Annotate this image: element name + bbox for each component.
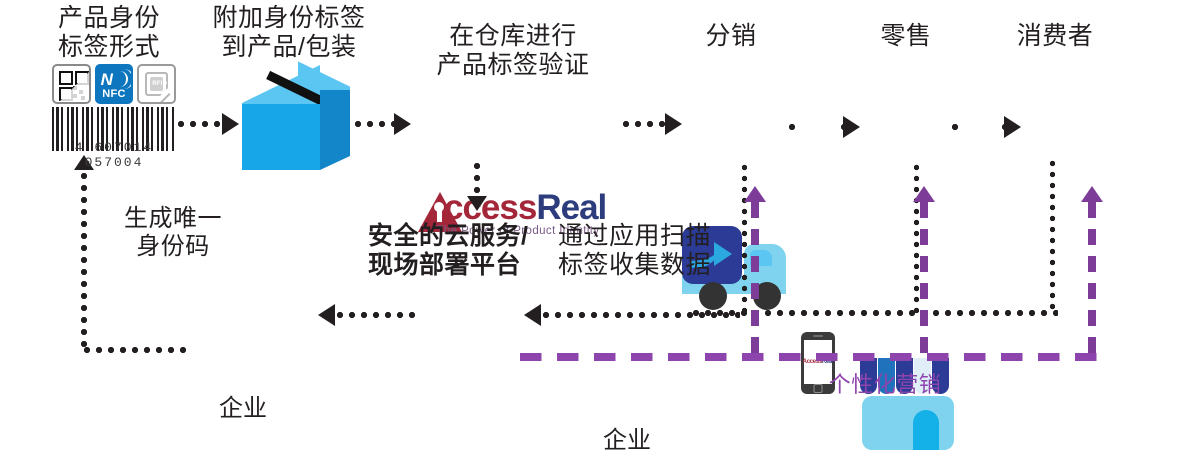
arrow-retail-to-phone [949,124,962,130]
barcode-icon [52,107,176,151]
logo-tagline: The Power of Product Identity [436,225,600,237]
phone-logo-real: Real [821,359,834,365]
arrow-head-marketing-consumer [1081,186,1103,202]
label-warehouse-verification: 在仓库进行 产品标签验证 [436,22,590,79]
arrow-head-to-platform-from-right [524,304,541,326]
connector-personalized-marketing [520,353,1098,361]
nfc-icon: N NFC [94,64,134,104]
phone-logo-access: Access [802,359,823,365]
connector-generate-code-vertical [81,170,87,350]
logo-text-real: Real [536,188,607,227]
label-scan-collect-data: 通过应用扫描 标签收集数据 [558,222,712,279]
connector-retail-down [914,162,919,314]
phone-speaker [813,335,823,337]
label-attach-to-product: 附加身份标签 到产品/包装 [212,4,366,61]
label-retail: 零售 [880,22,932,50]
label-product-identity-format: 产品身份 标签形式 [57,4,160,61]
phone-screen: AccessReal [802,340,834,384]
connector-platform-to-enterprise-left [334,312,418,318]
connector-scan-data-horizontal [690,310,1058,316]
arrow-head-platform-down [467,196,487,211]
connector-marketing-consumer [1088,202,1096,354]
store-body [862,396,954,450]
connector-consumer-down [1050,158,1055,314]
connector-generate-code-horizontal [81,347,186,353]
arrow-head-marketing-distribution [744,186,766,202]
retail-store-icon [858,358,958,450]
logo-text-access: ccess [444,188,537,227]
arrow-verification-to-distribution [620,121,668,127]
label-consumer: 消费者 [1016,22,1094,50]
nfc-label: NFC [102,88,126,100]
connector-platform-vertical [474,160,480,198]
arrow-distribution-to-retail [786,124,800,130]
phone-home-button [813,383,823,393]
qr-code-icon [52,64,91,104]
rfid-icon: RFID [137,64,177,104]
connector-marketing-retail [920,202,928,354]
arrow-head-verification-to-distribution [665,113,682,135]
caption-enterprise-right: 企业 [603,427,651,450]
caption-enterprise-left: 企业 [219,395,267,422]
label-personalized-marketing: 个性化营销 [828,372,942,397]
connector-marketing-distribution [751,202,759,354]
package-box-icon [240,61,356,174]
arrow-head-generate-code-up [74,155,94,170]
arrow-head-box-to-verification [394,113,411,135]
arrow-head-to-enterprise-left [318,304,335,326]
barcode-number: 4 607014 057004 [74,140,154,170]
arrow-box-to-verification [352,121,396,127]
label-generate-unique-code: 生成唯一 身份码 [124,205,222,260]
connector-enterprise-right-to-platform [540,312,740,318]
label-format-icon-group: N NFC RFID 4 607014 057004 [52,64,177,170]
arrow-head-marketing-retail [913,186,935,202]
store-door [913,410,939,450]
arrow-head-to-consumer [1004,116,1021,138]
label-secure-cloud-platform: 安全的云服务/ 现场部署平台 [368,222,529,279]
arrow-head-to-retail [843,116,860,138]
connector-distribution-down [742,162,747,314]
arrow-format-to-box [175,121,223,127]
label-distribution: 分销 [705,22,757,50]
accessreal-logo: ccessReal The Power of Product Identity [414,188,614,240]
arrow-head-format-to-box [222,113,239,135]
mobile-phone-icon-distribution: AccessReal [801,332,835,394]
